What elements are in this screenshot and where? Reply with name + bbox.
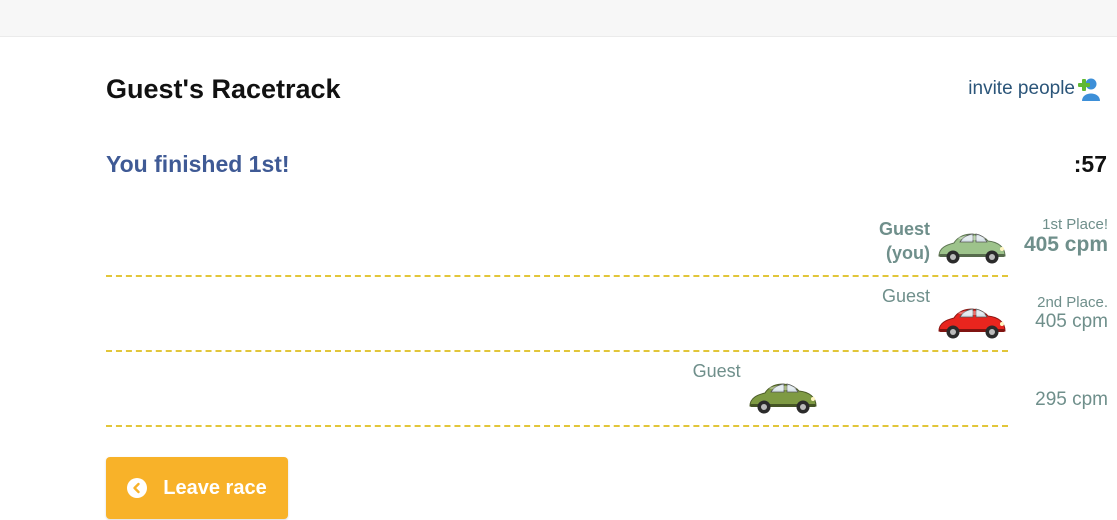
top-bar xyxy=(0,0,1117,37)
page-title: Guest's Racetrack xyxy=(106,74,341,104)
racer-3-name: Guest xyxy=(692,361,741,381)
racer-3-stats: 295 cpm xyxy=(1035,389,1108,411)
car-icon xyxy=(938,233,1006,264)
race-timer: :57 xyxy=(1073,151,1107,177)
leave-race-button[interactable]: Leave race xyxy=(106,457,288,519)
racer-2-place: 2nd Place. xyxy=(1037,294,1108,311)
racer-1-place: 1st Place! xyxy=(1042,216,1108,233)
invite-people-label: invite people xyxy=(968,78,1075,99)
racer-1-name: Guest xyxy=(879,219,931,239)
race-lane-3: Guest xyxy=(106,350,1008,427)
car-icon xyxy=(938,308,1006,339)
invite-people-link[interactable]: invite people xyxy=(968,76,1103,102)
race-lane-2: Guest xyxy=(106,275,1008,352)
racer-3-cpm: 295 cpm xyxy=(1035,389,1108,410)
racer-1-you-label: (you) xyxy=(886,243,931,263)
leave-race-label: Leave race xyxy=(163,476,267,499)
racer-1-cpm: 405 cpm xyxy=(1023,233,1108,256)
racer-1-stats: 1st Place! 405 cpm xyxy=(1024,216,1108,257)
race-status: You finished 1st! xyxy=(106,151,290,177)
car-icon xyxy=(749,383,817,414)
racer-2-name: Guest xyxy=(882,286,931,306)
racer-2-stats: 2nd Place. 405 cpm xyxy=(1035,294,1108,333)
chevron-left-circle-icon xyxy=(127,478,148,498)
racer-2-cpm: 405 cpm xyxy=(1035,311,1108,332)
race-lane-1: Guest (you) xyxy=(106,200,1008,277)
racer-1: Guest (you) xyxy=(879,217,1008,265)
racer-2: Guest xyxy=(882,286,1008,340)
add-person-icon xyxy=(1077,76,1103,102)
racer-3: Guest xyxy=(693,361,819,415)
